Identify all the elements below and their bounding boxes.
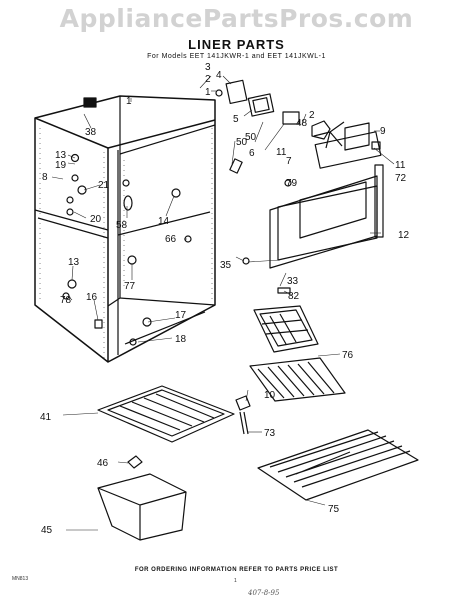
callout: 17 [175,310,187,321]
callout: 2 [205,74,211,85]
callout: 11 [395,160,406,171]
callout: 8 [42,172,48,183]
callout: 72 [395,173,407,184]
callout-labels: 3 2 1 4 5 50 6 11 7 48 2 9 11 72 79 12 3… [40,62,410,536]
callout: 33 [287,276,299,287]
callout: 3 [205,62,211,73]
callout: 38 [85,127,97,138]
callout: 9 [380,126,386,137]
callout: 7 [286,156,292,167]
callout: 20 [90,214,102,225]
thermostat-assembly [235,395,251,435]
callout: 13 [68,257,80,268]
callout: 50 [245,132,257,143]
evaporator-cover-parts [215,79,382,174]
callout: 50 [236,137,248,148]
callout: 45 [41,525,53,536]
callout: 82 [288,291,300,302]
callout: 77 [124,281,136,292]
callout: 78 [60,295,72,306]
crisper-pan [97,473,187,541]
models-subtitle: For Models EET 141JKWR-1 and EET 141JKWL… [147,53,326,60]
callout: 13 [55,150,67,161]
upper-wire-shelf [249,357,346,402]
leader-lines [51,75,395,531]
callout: 11 [276,147,287,158]
callout: 2 [309,110,315,121]
callout: 1 [205,87,211,98]
callout: 41 [40,412,52,423]
ordering-note: FOR ORDERING INFORMATION REFER TO PARTS … [134,567,339,573]
callout: 35 [220,260,232,271]
back-panel [242,164,384,269]
callout: 76 [342,350,354,361]
callout: 66 [165,234,177,245]
diagram-title: LINER PARTS [188,37,285,52]
callout: 75 [328,504,340,515]
lower-wire-shelf [257,429,419,501]
drawing-code: MN813 [12,576,29,582]
callout: 18 [175,334,187,345]
shelf-support [127,455,143,469]
handwritten-mark: 407-8-95 [248,589,280,597]
callout: 10 [264,390,276,401]
callout: 12 [398,230,410,241]
callout: 16 [86,292,98,303]
callout: 6 [249,148,255,159]
callout: 58 [116,220,128,231]
ice-tray [253,287,319,353]
callout: 21 [98,180,110,191]
callout: 14 [158,216,170,227]
watermark: AppliancePartsPros.com [59,4,414,33]
callout: 1 [126,96,132,107]
liner-cabinet [34,95,216,363]
callout: 73 [264,428,276,439]
page-number: 1 [234,578,237,584]
callout: 5 [233,114,239,125]
drip-tray [97,385,235,443]
callout: 46 [97,458,109,469]
callout: 19 [55,160,67,171]
callout: 4 [216,70,222,81]
callout: 79 [286,178,298,189]
callout: 48 [296,118,308,129]
